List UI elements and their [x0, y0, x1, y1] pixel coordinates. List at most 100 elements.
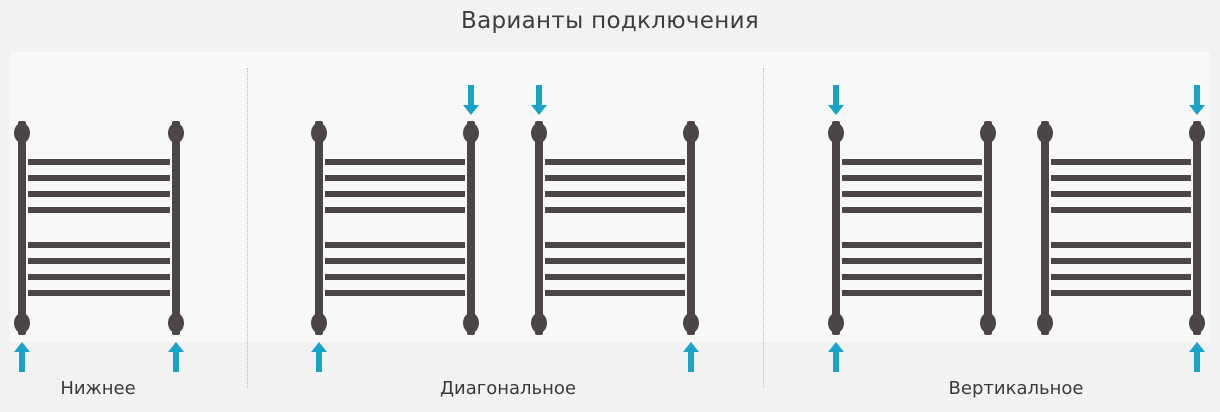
arrow-down-icon [531, 85, 547, 115]
label-diagonal-connection: Диагональное [439, 378, 577, 399]
rung [28, 258, 170, 264]
rung [1051, 191, 1191, 197]
arrow-up-icon [828, 342, 844, 372]
right-pipe [1193, 133, 1201, 323]
towel-rail-diagonal-2 [531, 121, 699, 335]
pipe-cap [1193, 327, 1201, 335]
pipe-fitting [168, 123, 184, 143]
towel-rail-vertical-right [1037, 121, 1205, 335]
pipe-fitting [168, 313, 184, 333]
rung [545, 191, 685, 197]
rung [325, 159, 465, 165]
rung [1051, 290, 1191, 296]
left-pipe [18, 133, 26, 323]
rung [842, 274, 982, 280]
pipe-fitting [463, 313, 479, 333]
rung [325, 175, 465, 181]
rung [28, 207, 170, 213]
left-pipe [832, 133, 840, 323]
rung [1051, 242, 1191, 248]
rung [545, 290, 685, 296]
left-pipe [315, 133, 323, 323]
arrow-up-icon [311, 342, 327, 372]
pipe-fitting [828, 123, 844, 143]
pipe-fitting [531, 123, 547, 143]
rung [28, 191, 170, 197]
rung [325, 258, 465, 264]
arrow-down-icon [463, 85, 479, 115]
rung [1051, 175, 1191, 181]
rung [842, 258, 982, 264]
right-pipe [687, 133, 695, 323]
rung [1051, 207, 1191, 213]
rung [842, 242, 982, 248]
page-title: Варианты подключения [461, 8, 759, 34]
rung [1051, 258, 1191, 264]
rung [28, 175, 170, 181]
rung [545, 207, 685, 213]
pipe-cap [832, 327, 840, 335]
pipe-fitting [14, 123, 30, 143]
pipe-cap [984, 327, 992, 335]
rung [545, 159, 685, 165]
arrow-down-icon [828, 85, 844, 115]
rung [28, 159, 170, 165]
rung [28, 274, 170, 280]
arrow-up-icon [683, 342, 699, 372]
pipe-fitting [683, 313, 699, 333]
rung [28, 242, 170, 248]
rung [325, 191, 465, 197]
towel-rail-bottom [14, 121, 184, 335]
rung [842, 191, 982, 197]
pipe-fitting [531, 313, 547, 333]
pipe-fitting [1037, 313, 1053, 333]
left-pipe [1041, 133, 1049, 323]
pipe-fitting [980, 313, 996, 333]
pipe-cap [535, 327, 543, 335]
rung [842, 207, 982, 213]
label-vertical-connection: Вертикальное [948, 378, 1084, 399]
section-divider-1 [247, 68, 248, 388]
rung [842, 175, 982, 181]
rung [545, 258, 685, 264]
pipe-fitting [311, 313, 327, 333]
rung [842, 159, 982, 165]
arrow-down-icon [1189, 85, 1205, 115]
pipe-fitting [14, 313, 30, 333]
right-pipe [467, 133, 475, 323]
pipe-fitting [1037, 123, 1053, 143]
pipe-fitting [1189, 123, 1205, 143]
rung [545, 274, 685, 280]
right-pipe [172, 133, 180, 323]
left-pipe [535, 133, 543, 323]
rung [325, 290, 465, 296]
pipe-fitting [980, 123, 996, 143]
pipe-fitting [683, 123, 699, 143]
pipe-fitting [828, 313, 844, 333]
rung [28, 290, 170, 296]
arrow-up-icon [14, 342, 30, 372]
pipe-fitting [463, 123, 479, 143]
pipe-cap [172, 327, 180, 335]
pipe-fitting [1189, 313, 1205, 333]
pipe-cap [315, 327, 323, 335]
rung [325, 207, 465, 213]
rung [1051, 274, 1191, 280]
pipe-cap [1041, 327, 1049, 335]
pipe-cap [687, 327, 695, 335]
section-divider-2 [763, 68, 764, 388]
towel-rail-vertical-left [828, 121, 996, 335]
label-bottom-connection: Нижнее [60, 378, 136, 399]
pipe-cap [18, 327, 26, 335]
rung [1051, 159, 1191, 165]
right-pipe [984, 133, 992, 323]
pipe-fitting [311, 123, 327, 143]
rung [325, 274, 465, 280]
rung [842, 290, 982, 296]
rung [325, 242, 465, 248]
pipe-cap [467, 327, 475, 335]
rung [545, 242, 685, 248]
towel-rail-diagonal-1 [311, 121, 479, 335]
arrow-up-icon [168, 342, 184, 372]
arrow-up-icon [1189, 342, 1205, 372]
